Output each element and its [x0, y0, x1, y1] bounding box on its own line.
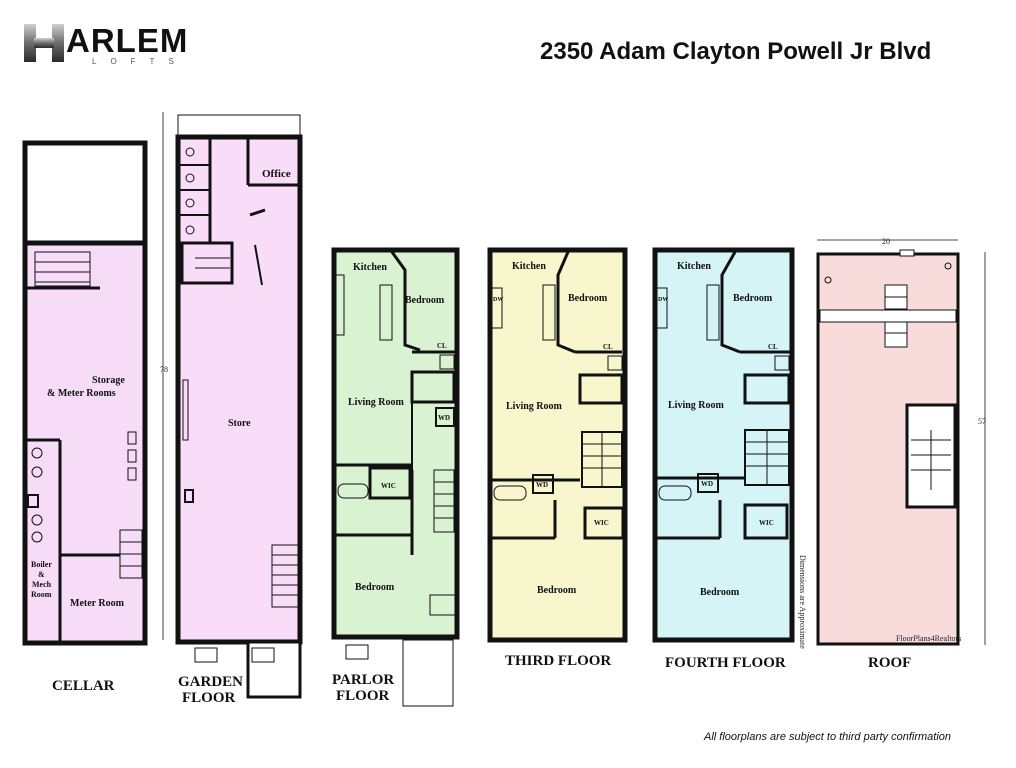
third-stairs [581, 431, 623, 488]
logo-h-mark-icon [24, 24, 64, 62]
property-address: 2350 Adam Clayton Powell Jr Blvd [540, 38, 932, 65]
cellar-storage-label: Storage [92, 375, 125, 386]
garden-store-label: Store [228, 418, 251, 429]
third-wd-label: WD [536, 481, 548, 489]
logo-wordmark: ARLEM [66, 22, 189, 59]
fourth-floor-plan: Kitchen DW Bedroom CL Living Room WD WIC… [652, 247, 795, 671]
third-wic-label: WIC [594, 519, 609, 527]
cellar-floor-fill [22, 240, 148, 646]
third-floor-plan: Kitchen DW Bedroom CL Living Room WD WIC… [487, 247, 807, 669]
cellar-meter-room-label: Meter Room [70, 598, 125, 609]
parlor-floor-title-1: PARLOR [332, 672, 394, 688]
garden-floor-title-2: FLOOR [182, 690, 236, 706]
cellar-boiler-label-2: & [38, 570, 45, 579]
garden-floor-plan: 78 Office Store GARDEN FLOOR [160, 112, 303, 706]
fourth-bedroom-top-label: Bedroom [733, 293, 773, 304]
logo-subtitle: LOFTS [92, 57, 188, 66]
cellar-storage-label-2: & Meter Rooms [47, 388, 116, 399]
cellar-floor-title: CELLAR [52, 678, 115, 694]
parlor-kitchen-label: Kitchen [353, 262, 387, 273]
disclaimer-text: All floorplans are subject to third part… [704, 731, 952, 743]
garden-office-label: Office [262, 168, 291, 180]
fourth-cl-label: CL [768, 343, 778, 351]
parlor-wd-label: WD [438, 414, 450, 422]
cellar-boiler-label-1: Boiler [31, 560, 52, 569]
cellar-boiler-label-3: Mech [32, 580, 52, 589]
cellar-boiler-label-4: Room [31, 590, 52, 599]
fourth-floor-fill [652, 247, 795, 643]
garden-floor-fill [175, 134, 303, 645]
roof-stair-bulkhead [905, 403, 957, 509]
garden-stairs [271, 544, 299, 608]
garden-floor-title-1: GARDEN [178, 674, 243, 690]
fourth-floor-title: FOURTH FLOOR [665, 655, 786, 671]
parlor-stairs [429, 469, 456, 616]
third-floor-title: THIRD FLOOR [505, 653, 611, 669]
cellar-stairs-lower [119, 529, 143, 579]
fourth-kitchen-label: Kitchen [677, 261, 711, 272]
cellar-plan: Storage & Meter Rooms Boiler & Mech Room… [22, 140, 148, 694]
floorplan-credit: FloorPlans4Realtors [896, 634, 961, 643]
third-dw-label: DW [493, 297, 503, 303]
garden-dimension-label: 78 [160, 365, 168, 374]
fourth-wd-label: WD [701, 480, 713, 488]
third-cl-label: CL [603, 343, 613, 351]
third-bedroom-bottom-label: Bedroom [537, 585, 577, 596]
third-bedroom-top-label: Bedroom [568, 293, 608, 304]
harlem-lofts-logo: ARLEM LOFTS [22, 22, 222, 68]
parlor-floor-title-2: FLOOR [336, 688, 390, 704]
third-kitchen-label: Kitchen [512, 261, 546, 272]
fourth-wic-label: WIC [759, 519, 774, 527]
roof-plan: 20 57 FloorPlans4Realtors ROOF [816, 237, 986, 671]
third-living-label: Living Room [506, 401, 563, 412]
fourth-living-label: Living Room [668, 400, 725, 411]
roof-height-dimension: 57 [978, 417, 986, 426]
parlor-wic-label: WIC [381, 482, 396, 490]
dimensions-approx-note: Dimensions are Approximate [798, 555, 807, 649]
parlor-living-label: Living Room [348, 397, 405, 408]
parlor-bedroom-bottom-label: Bedroom [355, 582, 395, 593]
fourth-dw-label: DW [658, 297, 668, 303]
fourth-bedroom-bottom-label: Bedroom [700, 587, 740, 598]
parlor-floor-plan: Kitchen Bedroom CL Living Room WD WIC Be… [331, 247, 460, 707]
parlor-bedroom-top-label: Bedroom [405, 295, 445, 306]
parlor-floor-fill [331, 247, 460, 640]
roof-width-dimension: 20 [882, 237, 890, 246]
parlor-cl-label: CL [437, 342, 447, 350]
fourth-stairs [744, 429, 790, 486]
cellar-stairs-top [25, 251, 100, 290]
roof-title: ROOF [868, 655, 911, 671]
